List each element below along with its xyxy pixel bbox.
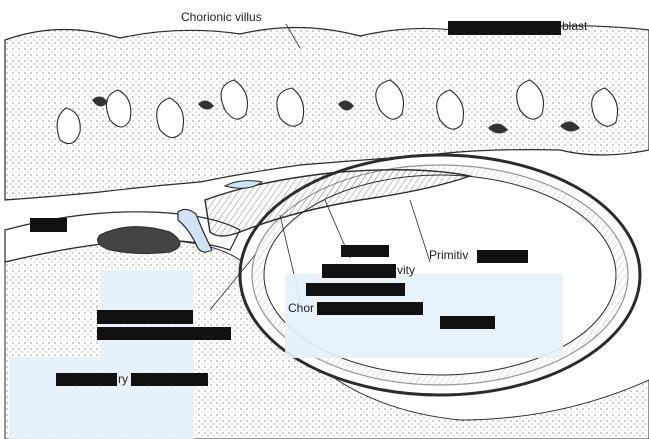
redaction-left-label — [30, 218, 67, 232]
redaction-primitive — [477, 250, 528, 263]
label-chorionic-villus: Chorionic villus — [180, 11, 263, 23]
redaction-yolk-a — [56, 373, 117, 386]
redaction-right-mid — [440, 316, 495, 329]
redaction-center-mid — [306, 283, 405, 296]
redaction-yolk-b — [131, 373, 208, 386]
redaction-left-2 — [97, 327, 231, 340]
label-primitive-fragment: Primitiv — [428, 249, 469, 261]
label-yolk-fragment: ry — [117, 373, 129, 385]
redaction-syncytiotrophoblast — [448, 21, 561, 35]
redaction-center-upper — [341, 245, 389, 257]
redaction-cavity — [322, 264, 396, 278]
highlight-box-bottom-left — [9, 357, 194, 439]
redaction-left-1 — [97, 310, 193, 324]
label-cavity-fragment: vity — [396, 264, 416, 276]
label-chorion-fragment: Chor — [287, 302, 315, 314]
label-syncytiotrophoblast-fragment: blast — [561, 20, 588, 32]
redaction-chorion — [317, 302, 423, 315]
